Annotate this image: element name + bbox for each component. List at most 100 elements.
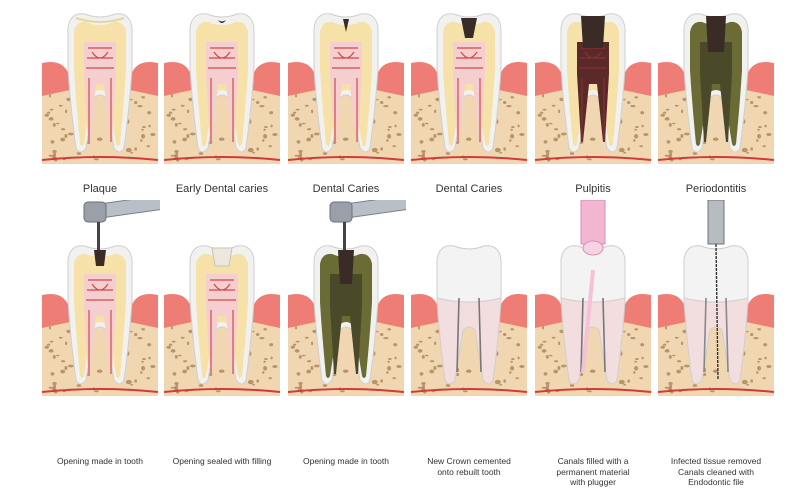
bone-pore <box>137 337 143 340</box>
pulp <box>700 42 732 142</box>
bone-pore <box>430 128 435 131</box>
bone-pore <box>52 382 57 385</box>
bone-pore <box>417 386 424 389</box>
bone-pore <box>539 343 544 346</box>
bone-pore <box>46 111 51 114</box>
bone-pore <box>96 369 103 373</box>
bone-pore <box>175 152 179 157</box>
nerve-base <box>657 388 775 393</box>
bone-pore <box>76 384 82 387</box>
bone-pore <box>171 326 173 330</box>
bone-pore <box>681 109 684 114</box>
bone-pore <box>186 366 190 370</box>
bone-pore <box>247 147 254 153</box>
nerve-base <box>163 156 281 161</box>
bone-pore <box>396 365 402 368</box>
bone-pore <box>294 386 301 389</box>
bone-pore <box>371 379 378 385</box>
root-canals <box>456 297 482 373</box>
bone-pore <box>141 328 145 331</box>
tooth-filled <box>163 245 281 396</box>
bone-pore <box>272 365 278 368</box>
bone-pore <box>499 98 502 101</box>
bone-pore <box>269 343 274 347</box>
bone-pore <box>180 104 185 107</box>
bone-pore <box>61 360 66 363</box>
bone-pore <box>413 113 418 117</box>
bone-pore <box>434 341 437 346</box>
gum-right <box>746 294 774 328</box>
bone-pore <box>510 360 513 363</box>
bone-pore <box>537 345 542 349</box>
bone-pore <box>147 343 152 347</box>
bone-pore <box>664 154 671 157</box>
nerve-base <box>41 156 159 161</box>
bone-pore <box>510 134 515 139</box>
bone-pore <box>393 343 398 347</box>
bone-pore <box>46 343 51 346</box>
bone-pore <box>539 111 544 114</box>
gum-left <box>411 62 439 96</box>
gum-left <box>535 294 563 328</box>
bone-pore <box>668 150 673 153</box>
caption-opening-sealed: Opening sealed with filling <box>172 456 272 466</box>
bone-pore <box>542 108 547 111</box>
bone-pore <box>762 145 766 148</box>
bone-pore <box>425 354 429 357</box>
bone-pore <box>295 94 297 98</box>
bone-pore <box>304 104 309 107</box>
tooth-drill <box>41 200 160 396</box>
bone-pore <box>746 383 750 386</box>
bone-pore <box>627 379 630 383</box>
bone-pore <box>134 333 138 336</box>
bone-pore <box>174 382 179 385</box>
pulp <box>453 42 485 142</box>
bone-pore <box>178 122 182 125</box>
bone-pore <box>634 128 637 131</box>
bone-pore <box>757 96 761 99</box>
bone-pore <box>516 111 521 115</box>
bone-pore <box>643 365 649 368</box>
bone-pore <box>178 354 182 357</box>
bone-pore <box>750 147 753 151</box>
bone-pore <box>680 134 684 138</box>
bone-pore <box>306 369 312 374</box>
gum-left <box>535 62 563 96</box>
bone-pore <box>519 365 525 368</box>
bone-pore <box>294 117 300 121</box>
bone <box>411 320 527 396</box>
canal-fill <box>581 269 595 373</box>
bone-pore <box>419 140 424 144</box>
tooth-caries-2 <box>410 13 528 164</box>
bone-pore <box>635 358 639 360</box>
bone-pore <box>623 383 627 386</box>
bone-pore <box>313 132 320 136</box>
bone-pore <box>674 104 679 107</box>
bone-pore <box>49 108 54 111</box>
nerve-base <box>163 388 281 393</box>
pulp <box>206 42 238 142</box>
bone-pore <box>270 124 273 128</box>
bone-pore <box>58 104 63 107</box>
bone-pore <box>48 386 55 389</box>
bone-pore <box>44 113 49 117</box>
bone-pore <box>668 123 672 127</box>
tooth-pulpitis <box>534 13 652 164</box>
bone-pore <box>506 337 512 340</box>
drill-bit <box>97 222 100 250</box>
bone-pore <box>310 366 314 370</box>
bone-pore <box>627 333 631 336</box>
bone-pore <box>639 377 643 380</box>
bone-pore <box>268 145 272 148</box>
gum-right <box>499 62 527 96</box>
bone-pore <box>306 137 312 142</box>
bone <box>411 88 527 164</box>
bone-pore <box>171 108 176 111</box>
bone-pore <box>182 369 188 374</box>
bone-pore <box>429 369 435 374</box>
bone-pore <box>692 152 698 155</box>
panel-dental-caries-2: Dental Caries <box>409 8 529 195</box>
bone-pore <box>418 326 420 330</box>
bone-pore <box>49 94 51 98</box>
bone-pore <box>515 377 519 380</box>
